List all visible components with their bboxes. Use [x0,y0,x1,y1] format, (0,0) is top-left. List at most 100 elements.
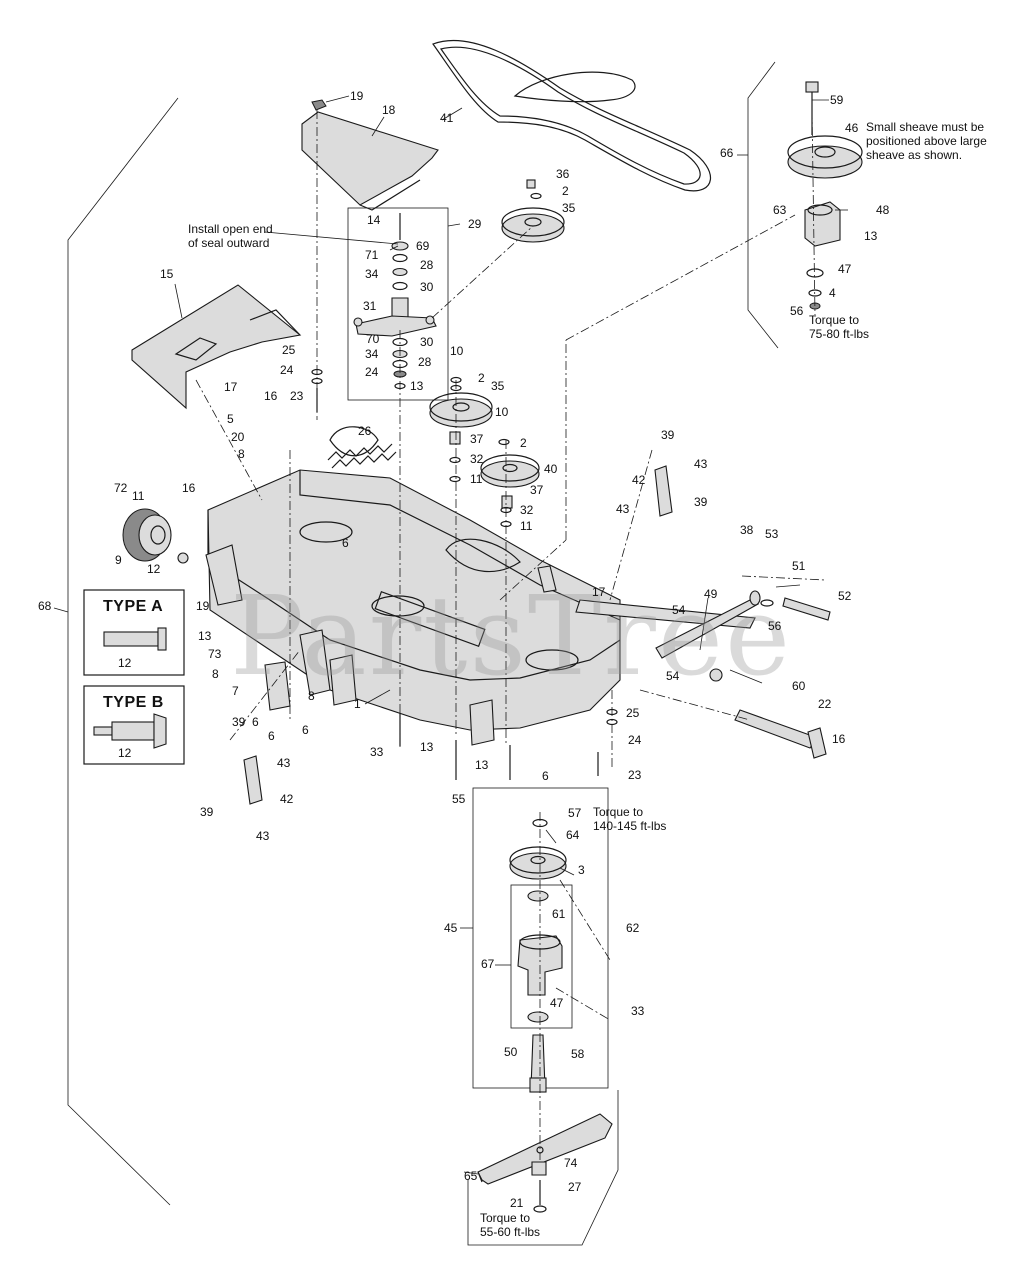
callout-44[interactable]: 24 [365,365,379,379]
callout-13-deck[interactable]: 13 [420,740,434,754]
callout-10-top[interactable]: 10 [450,344,464,358]
callout-54-lower[interactable]: 54 [666,669,680,683]
callout-5[interactable]: 5 [227,412,234,426]
callout-43-left-top[interactable]: 43 [277,756,291,770]
callout-9[interactable]: 9 [115,553,122,567]
callout-35-mid[interactable]: 35 [491,379,505,393]
callout-33-spindle[interactable]: 33 [631,1004,645,1018]
callout-56-top[interactable]: 56 [790,304,804,318]
callout-45[interactable]: 45 [444,921,458,935]
callout-24-top[interactable]: 24 [280,363,294,377]
callout-71[interactable]: 71 [365,248,379,262]
callout-29[interactable]: 29 [468,217,482,231]
callout-39-right-top[interactable]: 39 [661,428,675,442]
callout-62[interactable]: 62 [626,921,640,935]
callout-64[interactable]: 64 [566,828,580,842]
callout-11-upper[interactable]: 11 [470,472,483,486]
callout-49[interactable]: 49 [704,587,718,601]
callout-60[interactable]: 60 [792,679,806,693]
callout-16-wheel[interactable]: 16 [182,481,196,495]
callout-15[interactable]: 15 [160,267,174,281]
callout-13-deck-right[interactable]: 13 [475,758,489,772]
callout-16-right[interactable]: 16 [832,732,846,746]
callout-48[interactable]: 48 [876,203,890,217]
callout-27[interactable]: 27 [568,1180,582,1194]
callout-54-upper[interactable]: 54 [672,603,686,617]
callout-40[interactable]: 40 [544,462,558,476]
callout-47-spindle[interactable]: 47 [550,996,564,1010]
callout-2-top[interactable]: 2 [562,184,569,198]
callout-7[interactable]: 7 [232,684,239,698]
callout-61[interactable]: 61 [552,907,566,921]
callout-23-right[interactable]: 23 [628,768,642,782]
callout-41[interactable]: 41 [440,111,454,125]
callout-35-top[interactable]: 35 [562,201,576,215]
callout-10-mid[interactable]: 10 [495,405,509,419]
callout-37-upper[interactable]: 37 [470,432,484,446]
callout-13-idler[interactable]: 13 [410,379,424,393]
callout-2-lower[interactable]: 2 [520,436,527,450]
callout-39-right-bottom[interactable]: 39 [694,495,708,509]
callout-30-lower[interactable]: 30 [420,335,434,349]
callout-8-top[interactable]: 8 [238,447,245,461]
callout-34-upper[interactable]: 34 [365,267,379,281]
callout-43-right-bottom[interactable]: 43 [616,502,630,516]
callout-22[interactable]: 55 [452,792,466,806]
callout-53[interactable]: 53 [765,527,779,541]
callout-20[interactable]: 20 [231,430,245,444]
callout-52[interactable]: 52 [838,589,852,603]
callout-50[interactable]: 50 [504,1045,518,1059]
callout-4[interactable]: 4 [829,286,836,300]
callout-28-lower[interactable]: 28 [418,355,432,369]
callout-21[interactable]: 21 [510,1196,524,1210]
callout-32-upper[interactable]: 32 [470,452,484,466]
callout-42-left[interactable]: 42 [280,792,294,806]
callout-6-bottom[interactable]: 6 [542,769,549,783]
callout-63[interactable]: 63 [773,203,787,217]
callout-67[interactable]: 67 [481,957,495,971]
callout-30-upper[interactable]: 30 [420,280,434,294]
callout-8-left[interactable]: 8 [212,667,219,681]
callout-74[interactable]: 74 [564,1156,578,1170]
callout-19[interactable]: 19 [350,89,364,103]
callout-32-lower[interactable]: 32 [520,503,534,517]
callout-11-wheel[interactable]: 11 [132,489,145,503]
callout-19-left[interactable]: 19 [196,599,210,613]
callout-18[interactable]: 18 [382,103,396,117]
callout-25-right[interactable]: 25 [626,706,640,720]
callout-51[interactable]: 51 [792,559,806,573]
callout-6-c[interactable]: 6 [302,723,309,737]
callout-11-lower[interactable]: 11 [520,519,533,533]
callout-39-left-bottom[interactable]: 39 [200,805,214,819]
callout-56-right[interactable]: 56 [768,619,782,633]
callout-26[interactable]: 26 [358,424,372,438]
callout-38[interactable]: 38 [740,523,754,537]
callout-59[interactable]: 59 [830,93,844,107]
callout-39-left-top[interactable]: 39 [232,715,246,729]
callout-3[interactable]: 3 [578,863,585,877]
callout-42-right[interactable]: 42 [632,473,646,487]
callout-17-left[interactable]: 17 [224,380,238,394]
callout-13-left[interactable]: 13 [198,629,212,643]
callout-25-top[interactable]: 25 [282,343,296,357]
callout-23-top[interactable]: 23 [290,389,304,403]
callout-24-right[interactable]: 24 [628,733,642,747]
callout-69[interactable]: 69 [416,239,430,253]
callout-43-right-top[interactable]: 43 [694,457,708,471]
callout-33-deck[interactable]: 33 [370,745,384,759]
callout-68[interactable]: 68 [38,599,52,613]
callout-2-mid[interactable]: 2 [478,371,485,385]
callout-55[interactable]: 22 [818,697,832,711]
callout-72[interactable]: 72 [114,481,128,495]
callout-6-deck[interactable]: 6 [342,536,349,550]
callout-58[interactable]: 58 [571,1047,585,1061]
callout-31[interactable]: 31 [363,299,377,313]
callout-36[interactable]: 36 [556,167,570,181]
callout-57[interactable]: 57 [568,806,582,820]
callout-1[interactable]: 1 [354,697,361,711]
callout-66[interactable]: 66 [720,146,734,160]
callout-13-spindle[interactable]: 13 [864,229,878,243]
callout-8-mid[interactable]: 8 [308,689,315,703]
callout-28-upper[interactable]: 28 [420,258,434,272]
callout-47-top[interactable]: 47 [838,262,852,276]
